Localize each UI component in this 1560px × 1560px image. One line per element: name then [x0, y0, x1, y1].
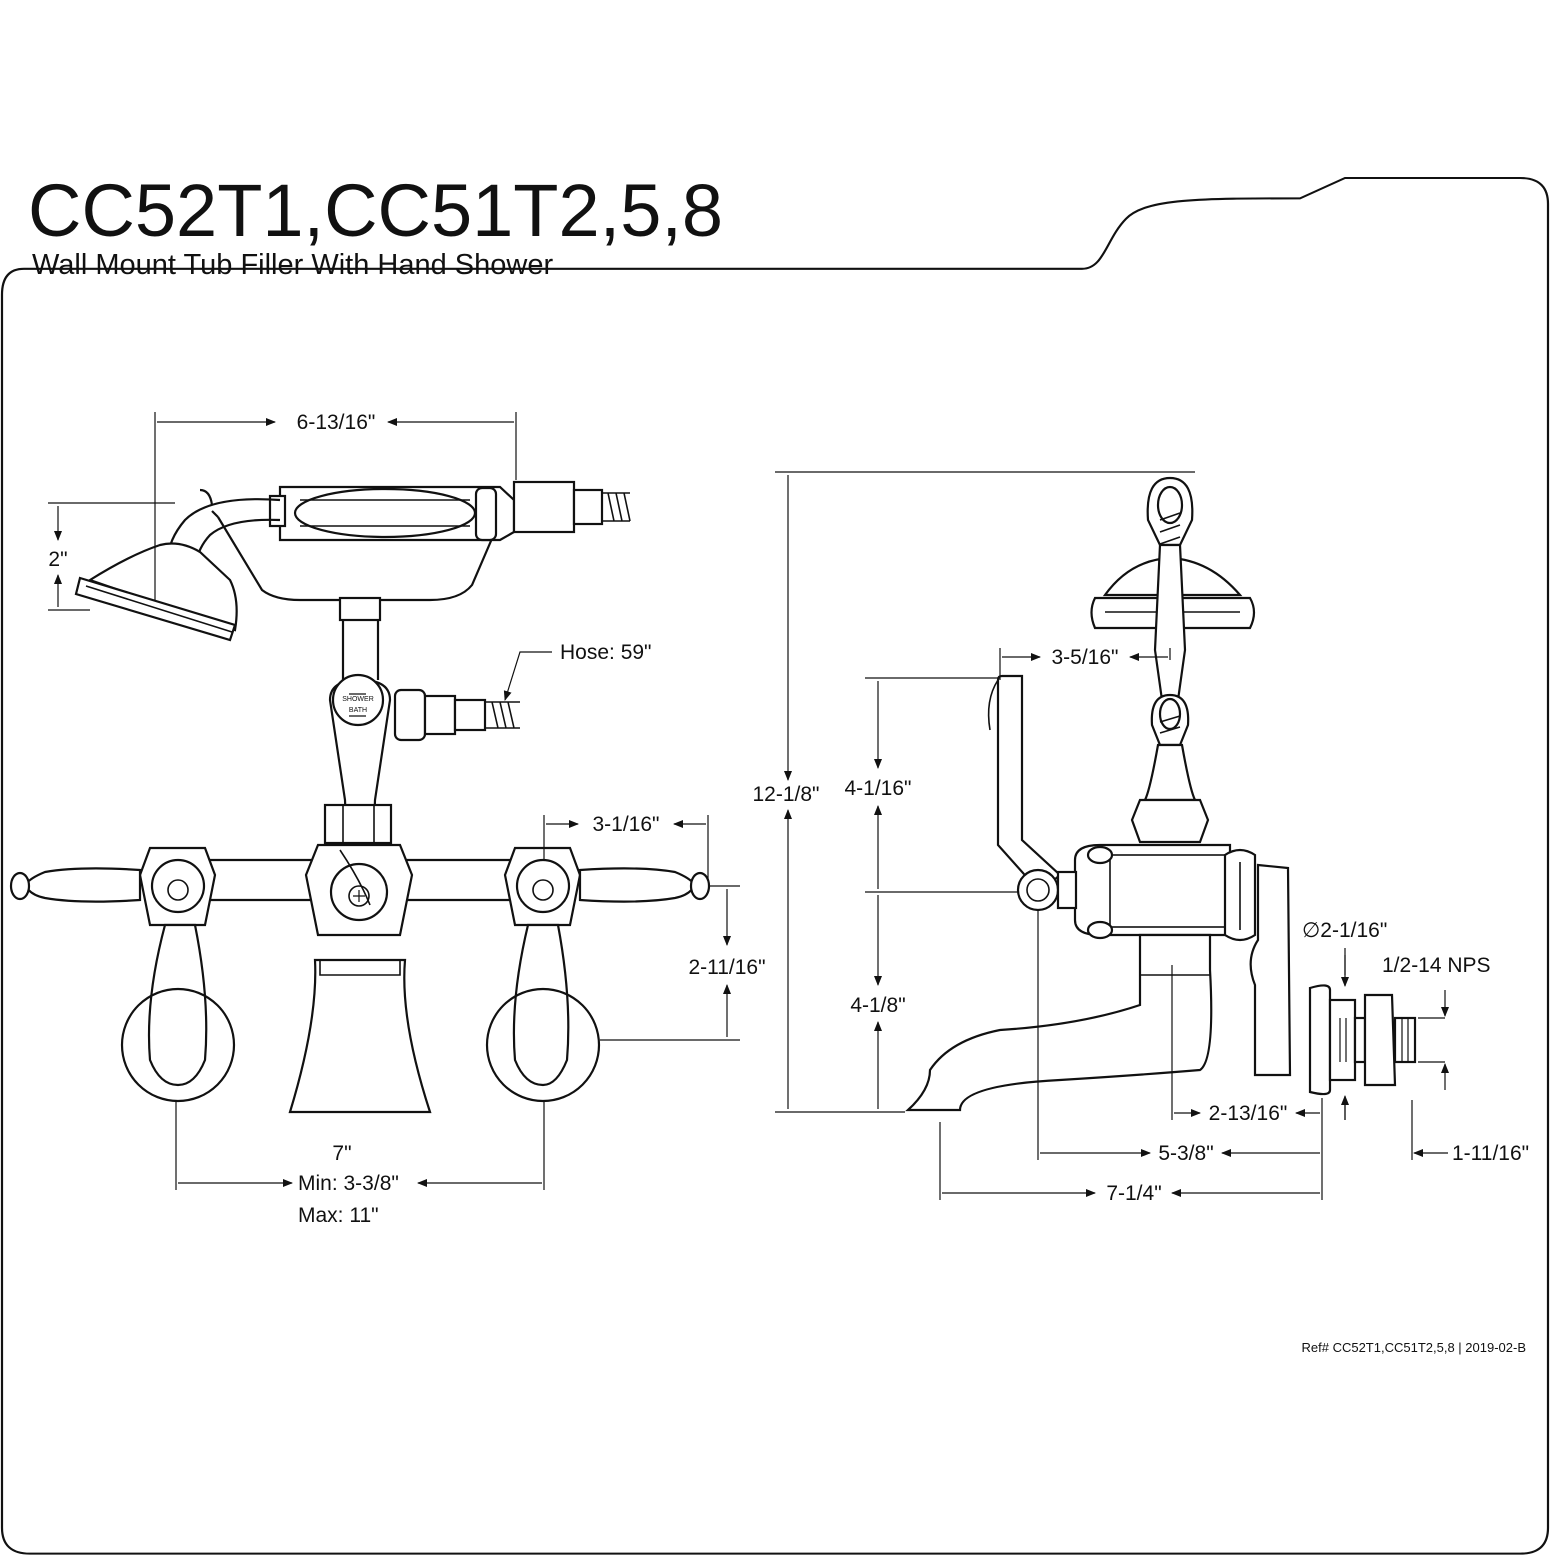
dimension-lower-height: 4-1/8" — [850, 895, 906, 1109]
dimension-shower-width: 6-13/16" — [154, 411, 517, 600]
spacing-min-label: Min: 3-3/8" — [298, 1172, 399, 1195]
shower-head-height-label: 2" — [48, 548, 67, 571]
handle-height-label: 2-11/16" — [688, 956, 765, 979]
front-view: SHOWER BATH — [9, 411, 766, 1227]
shower-width-label: 6-13/16" — [297, 411, 376, 434]
reference-code: Ref# CC52T1,CC51T2,5,8 | 2019-02-B — [1302, 1340, 1527, 1355]
model-title: CC52T1,CC51T2,5,8 — [28, 169, 724, 252]
spout-base — [288, 958, 432, 1114]
dimension-shower-head-height: 2" — [48, 502, 175, 611]
shower-head — [87, 542, 238, 632]
lower-height-label: 4-1/8" — [850, 994, 905, 1017]
dimension-hose: Hose: 59" — [503, 641, 652, 701]
side-spout — [905, 933, 1213, 1112]
dimension-center-spacing: 7" Min: 3-3/8" Max: 11" — [175, 1100, 545, 1227]
upper-height-label: 4-1/16" — [845, 777, 912, 800]
spout-offset-label: 2-13/16" — [1209, 1102, 1288, 1125]
dimension-spout-projection: 7-1/4" — [939, 1122, 1320, 1205]
hose-label: Hose: 59" — [560, 641, 652, 664]
dimension-hook-offset: 3-5/16" — [999, 646, 1171, 680]
dimension-flange-diameter: ∅2-1/16" — [1302, 919, 1387, 1120]
bath-label: BATH — [349, 707, 367, 714]
dimension-total-height: 12-1/8" — [753, 471, 1195, 1113]
body-projection-label: 5-3/8" — [1158, 1142, 1213, 1165]
shower-label: SHOWER — [342, 696, 374, 703]
dimension-spout-offset: 2-13/16" — [1171, 965, 1323, 1200]
side-view: 12-1/8" 3-5/16" 4-1/16" 4-1/8" ∅2-1/16" — [753, 471, 1529, 1205]
dimension-upper-height: 4-1/16" — [845, 677, 1018, 893]
spout-projection-label: 7-1/4" — [1106, 1182, 1161, 1205]
inlet-length-label: 1-11/16" — [1452, 1142, 1529, 1165]
product-subtitle: Wall Mount Tub Filler With Hand Shower — [32, 249, 554, 281]
dimension-thread: 1/2-14 NPS — [1382, 954, 1491, 1090]
side-lever — [1249, 863, 1292, 1077]
page-frame — [0, 176, 1550, 1555]
wall-flange — [1308, 984, 1417, 1096]
center-spacing-label: 7" — [332, 1142, 351, 1165]
left-handle[interactable] — [9, 846, 236, 1103]
right-handle[interactable] — [485, 846, 711, 1103]
dimension-body-projection: 5-3/8" — [1037, 910, 1320, 1165]
flange-diameter-label: ∅2-1/16" — [1302, 919, 1387, 942]
spacing-max-label: Max: 11" — [298, 1204, 379, 1227]
total-height-label: 12-1/8" — [753, 783, 820, 806]
dimension-inlet-length: 1-11/16" — [1411, 1100, 1529, 1165]
dimension-handle-reach: 3-1/16" — [543, 813, 709, 880]
hook-offset-label: 3-5/16" — [1052, 646, 1119, 669]
dimension-handle-height: 2-11/16" — [600, 885, 766, 1041]
handle-reach-label: 3-1/16" — [593, 813, 660, 836]
thread-label: 1/2-14 NPS — [1382, 954, 1491, 977]
